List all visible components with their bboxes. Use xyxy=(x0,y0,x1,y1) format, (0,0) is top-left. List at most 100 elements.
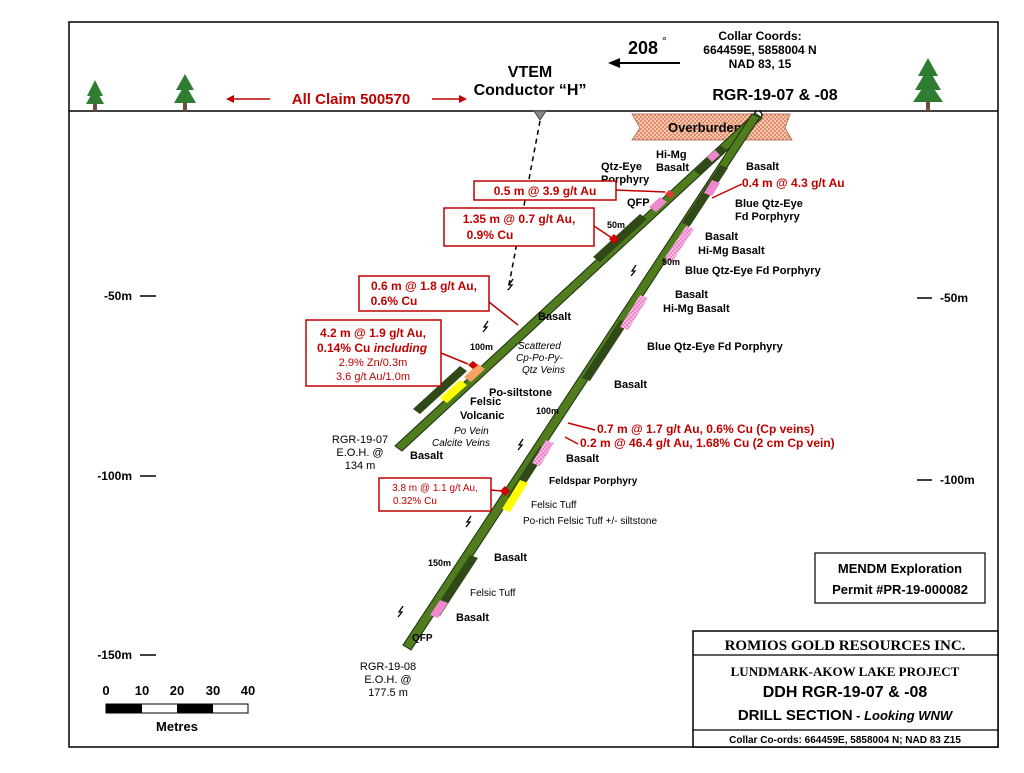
tree-icon xyxy=(174,74,196,111)
scale-unit: Metres xyxy=(156,719,198,734)
right-depth-axis: -50m -100m xyxy=(917,291,975,487)
scale-tick: 20 xyxy=(170,683,184,698)
geology-label: Basalt xyxy=(538,311,571,323)
eoh-text: E.O.H. @ xyxy=(336,447,383,459)
geology-label: Blue Qtz-Eye xyxy=(735,198,803,210)
geology-label: Felsic xyxy=(470,396,501,408)
depth-marker: 100m xyxy=(470,342,493,352)
assay-box-2: 1.35 m @ 0.7 g/t Au, 0.9% Cu xyxy=(443,207,619,247)
assay-text: 0.7 m @ 1.7 g/t Au, 0.6% Cu (Cp veins) xyxy=(597,422,814,436)
geology-label: Basalt xyxy=(410,450,443,462)
drill-hole-rgr-19-07 xyxy=(394,112,763,452)
assay-box-8: 3.8 m @ 1.1 g/t Au, 0.32% Cu xyxy=(378,477,510,512)
geology-label: Basalt xyxy=(675,289,708,301)
geology-label: Blue Qtz-Eye Fd Porphyry xyxy=(685,265,822,277)
assay-box-5: 4.2 m @ 1.9 g/t Au, 0.14% Cu including 2… xyxy=(305,319,469,387)
tree-icon xyxy=(86,80,104,111)
scale-bar: 0 10 20 30 40 Metres xyxy=(102,683,255,734)
geology-label: Qtz-Eye xyxy=(601,161,642,173)
title-block: ROMIOS GOLD RESOURCES INC. LUNDMARK-AKOW… xyxy=(692,630,999,748)
geology-label: Basalt xyxy=(746,161,779,173)
depth-label-left-50: -50m xyxy=(104,289,132,303)
claim-label: All Claim 500570 xyxy=(292,91,410,108)
geology-label: QFP xyxy=(627,197,650,209)
geology-label: Hi-Mg Basalt xyxy=(663,303,730,315)
geology-label: Po-rich Felsic Tuff +/- siltstone xyxy=(523,516,657,527)
geology-label: QFP xyxy=(412,633,433,644)
assay-box-4: 0.6 m @ 1.8 g/t Au, 0.6% Cu xyxy=(358,275,519,326)
azimuth-label: 208 xyxy=(628,38,658,58)
assay-text: 0.32% Cu xyxy=(393,496,437,507)
assay-text: 0.6 m @ 1.8 g/t Au, xyxy=(371,279,477,293)
azimuth-arrowhead xyxy=(608,58,620,68)
depth-label-right-100: -100m xyxy=(940,473,975,487)
scale-tick: 0 xyxy=(102,683,109,698)
eoh-text: E.O.H. @ xyxy=(364,674,411,686)
eoh-text: RGR-19-07 xyxy=(332,434,388,446)
scale-tick: 40 xyxy=(241,683,255,698)
geology-label: Blue Qtz-Eye Fd Porphyry xyxy=(647,341,784,353)
company-name: ROMIOS GOLD RESOURCES INC. xyxy=(725,638,966,654)
eoh-rgr-19-08: RGR-19-08 E.O.H. @ 177.5 m xyxy=(360,661,416,699)
vtem-label: VTEM xyxy=(508,64,552,81)
collar-datum: NAD 83, 15 xyxy=(729,57,792,71)
geology-label: Hi-Mg Basalt xyxy=(698,245,765,257)
vtem-conductor-label: Conductor “H” xyxy=(474,82,587,99)
degree-symbol: ° xyxy=(662,34,667,48)
eoh-text: 177.5 m xyxy=(368,687,408,699)
geology-label: Calcite Veins xyxy=(432,438,490,449)
geology-label: Felsic Tuff xyxy=(531,500,577,511)
scale-tick: 30 xyxy=(206,683,220,698)
depth-marker: 50m xyxy=(607,220,625,230)
assay-box-1: 0.5 m @ 3.9 g/t Au xyxy=(473,180,666,201)
eoh-text: 134 m xyxy=(345,460,376,472)
fault-markers xyxy=(397,264,637,618)
permit-text: Permit #PR-19-000082 xyxy=(832,582,968,597)
geology-label: Felsic Tuff xyxy=(470,588,516,599)
geology-label: Po Vein xyxy=(454,426,489,437)
claim-arrowhead-left xyxy=(226,95,234,103)
assay-text: 4.2 m @ 1.9 g/t Au, xyxy=(320,326,426,340)
ddh-title: DDH RGR-19-07 & -08 xyxy=(763,684,928,701)
assay-label-3: 0.4 m @ 4.3 g/t Au xyxy=(711,176,845,199)
geology-labels: Hi-Mg Basalt Qtz-Eye Porphyry QFP Basalt… xyxy=(410,149,822,644)
project-name: LUNDMARK-AKOW LAKE PROJECT xyxy=(731,664,960,679)
depth-marker: 150m xyxy=(428,558,451,568)
eoh-text: RGR-19-08 xyxy=(360,661,416,673)
geology-label: Scattered xyxy=(518,341,561,352)
permit-text: MENDM Exploration xyxy=(838,561,962,576)
geology-label: Basalt xyxy=(705,231,738,243)
left-depth-axis: -50m -100m -150m xyxy=(97,289,156,662)
assay-text: 0.6% Cu xyxy=(371,294,418,308)
assay-text: 1.35 m @ 0.7 g/t Au, xyxy=(463,212,576,226)
vtem-marker xyxy=(533,110,547,121)
assay-text: 0.2 m @ 46.4 g/t Au, 1.68% Cu (2 cm Cp v… xyxy=(580,436,835,450)
permit-box: MENDM Exploration Permit #PR-19-000082 xyxy=(814,552,986,604)
drill-hole-rgr-19-08 xyxy=(402,113,761,651)
collar-coords-footer: Collar Co-ords: 664459E, 5858004 N; NAD … xyxy=(729,735,961,746)
geology-label: Qtz Veins xyxy=(522,365,565,376)
geology-label: Basalt xyxy=(614,379,647,391)
geology-label: Po-siltstone xyxy=(489,387,552,399)
depth-marker: 50m xyxy=(662,257,680,267)
assay-text: 3.6 g/t Au/1.0m xyxy=(336,371,410,383)
figure-frame xyxy=(68,21,999,748)
hole-depth-markers: 50m 50m 100m 100m 150m xyxy=(428,220,680,568)
assay-text: 0.5 m @ 3.9 g/t Au xyxy=(494,184,597,198)
assay-text: 0.9% Cu xyxy=(467,228,514,242)
eoh-rgr-19-07: RGR-19-07 E.O.H. @ 134 m xyxy=(332,434,388,472)
assay-label-6-7: 0.7 m @ 1.7 g/t Au, 0.6% Cu (Cp veins) 0… xyxy=(564,422,835,450)
geology-label: Volcanic xyxy=(460,410,504,422)
vtem-projection xyxy=(507,120,541,291)
depth-label-right-50: -50m xyxy=(940,291,968,305)
geology-label: Cp-Po-Py- xyxy=(516,353,563,364)
assay-text: 0.14% Cu including xyxy=(317,341,428,355)
tree-icon xyxy=(913,58,943,111)
geology-label: Feldspar Porphyry xyxy=(549,476,638,487)
depth-label-left-150: -150m xyxy=(97,648,132,662)
assay-text: 0.4 m @ 4.3 g/t Au xyxy=(742,176,845,190)
geology-label: Fd Porphyry xyxy=(735,211,801,223)
geology-label: Hi-Mg xyxy=(656,149,687,161)
geology-label: Basalt xyxy=(656,162,689,174)
